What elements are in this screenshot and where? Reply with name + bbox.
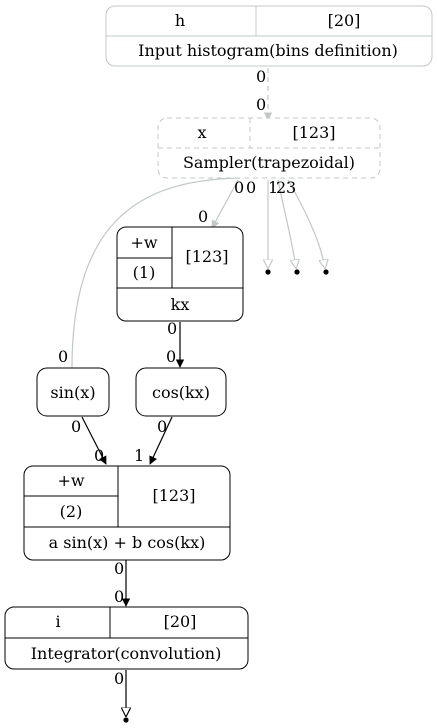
port-integ-out: 0: [114, 669, 124, 688]
port-sampler-out-a: 0: [234, 178, 244, 197]
histogram-title: Input histogram(bins definition): [138, 41, 398, 60]
edge-sin-to-sum: [81, 416, 107, 465]
sampler-title: Sampler(trapezoidal): [183, 153, 355, 172]
sum-flag: +w: [57, 471, 84, 490]
port-sum-in-b: 1: [134, 446, 144, 465]
integrator-title: Integrator(convolution): [31, 644, 222, 663]
edge-cos-to-sum: [149, 416, 173, 465]
port-sum-in-a: 0: [94, 446, 104, 465]
edge-sampler-to-sin: [67, 177, 241, 376]
sink-dot-2: [294, 269, 300, 275]
sampler-shape: [123]: [292, 123, 335, 142]
node-kx[interactable]: +w (1) [123] kx: [116, 226, 244, 322]
histogram-name: h: [175, 11, 185, 30]
port-sampler-in: 0: [256, 95, 266, 114]
kx-title: kx: [171, 295, 190, 314]
sin-title: sin(x): [50, 383, 95, 402]
sum-index: (2): [60, 502, 83, 521]
node-sum[interactable]: +w (2) [123] a sin(x) + b cos(kx): [23, 465, 231, 561]
kx-shape: [123]: [185, 247, 228, 266]
port-sum-out: 0: [114, 559, 124, 578]
histogram-shape: [20]: [328, 11, 361, 30]
integrator-shape: [20]: [164, 612, 197, 631]
sampler-name: x: [197, 123, 206, 142]
port-sampler-out-e: 3: [286, 178, 296, 197]
port-sampler-out-d: 2: [276, 178, 286, 197]
port-hist-out: 0: [256, 67, 266, 86]
sum-title: a sin(x) + b cos(kx): [49, 533, 206, 552]
node-sampler[interactable]: x [123] Sampler(trapezoidal): [157, 117, 381, 179]
sum-shape: [123]: [152, 486, 195, 505]
edges: [67, 68, 329, 723]
port-cos-out: 0: [157, 417, 167, 436]
edge-sampler-to-sink-2: [277, 179, 296, 268]
cos-title: cos(kx): [152, 383, 210, 402]
node-input-histogram[interactable]: h [20] Input histogram(bins definition): [105, 5, 433, 67]
port-kx-out: 0: [167, 319, 177, 338]
port-kx-in: 0: [198, 207, 208, 226]
port-cos-in: 0: [166, 347, 176, 366]
port-integ-in: 0: [114, 587, 124, 606]
node-cos[interactable]: cos(kx): [135, 367, 227, 417]
edge-sampler-to-sink-3: [287, 179, 325, 268]
port-sin-in: 0: [58, 347, 68, 366]
integrator-name: i: [55, 612, 60, 631]
port-sin-out: 0: [71, 417, 81, 436]
port-sampler-out-b: 0: [246, 178, 256, 197]
kx-index: (1): [133, 263, 156, 282]
node-sin[interactable]: sin(x): [36, 367, 110, 417]
output-sink-dot: [123, 717, 129, 723]
sink-dot-1: [265, 269, 271, 275]
port-sampler-out-c: 1: [268, 178, 278, 197]
kx-flag: +w: [130, 233, 157, 252]
edge-sampler-to-kx: [211, 179, 239, 229]
node-integrator[interactable]: i [20] Integrator(convolution): [4, 606, 249, 670]
sink-dot-3: [323, 269, 329, 275]
